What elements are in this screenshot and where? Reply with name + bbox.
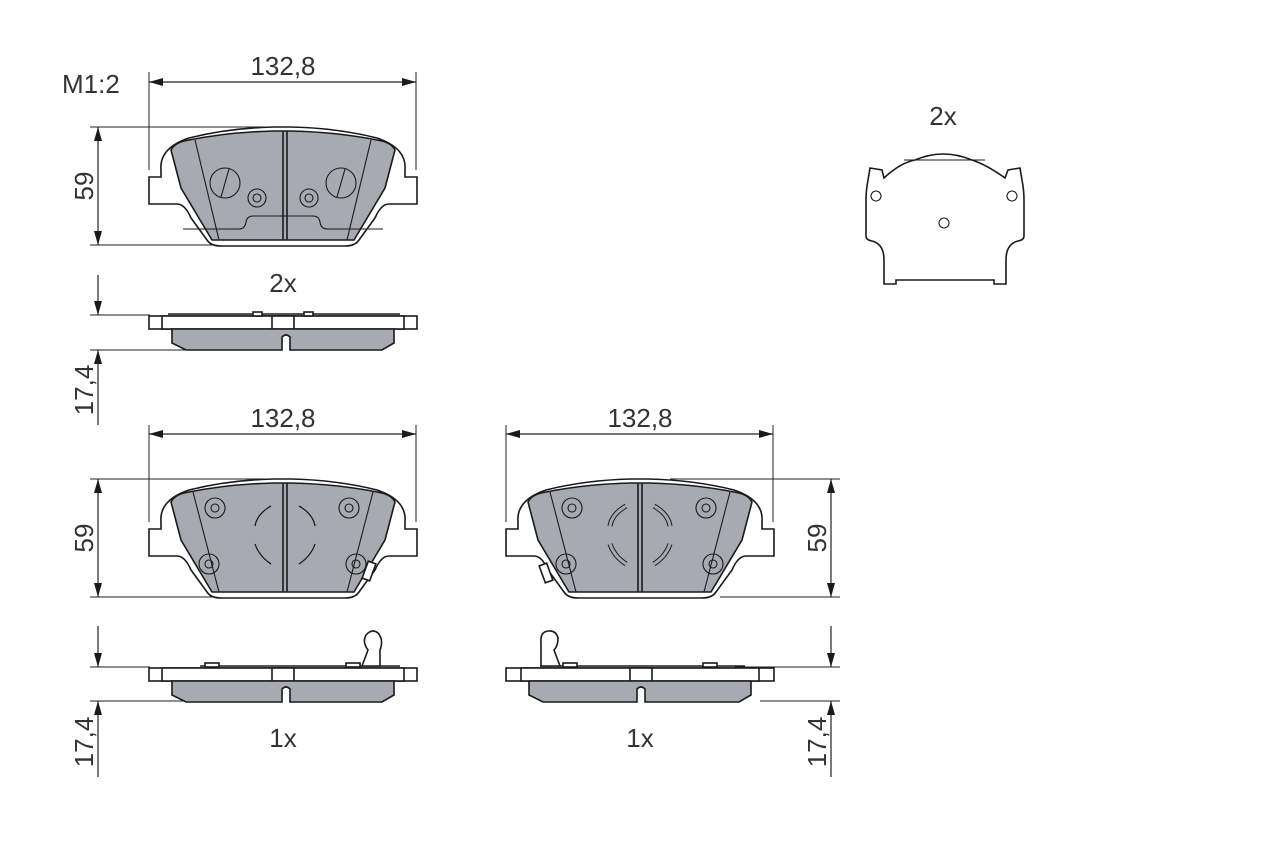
quantity-label: 2x bbox=[929, 101, 956, 131]
pad-bottom-right-front-view: 132,8 59 bbox=[505, 403, 840, 599]
height-dimension-label: 59 bbox=[69, 172, 99, 201]
pad-bottom-right-side-view: 17,4 1x bbox=[505, 626, 840, 777]
quantity-label: 1x bbox=[269, 723, 296, 753]
quantity-label: 1x bbox=[626, 723, 653, 753]
thickness-dimension-label: 17,4 bbox=[802, 717, 832, 768]
width-dimension-label: 132,8 bbox=[250, 51, 315, 81]
wear-indicator-icon bbox=[361, 560, 377, 582]
thickness-dimension-label: 17,4 bbox=[69, 365, 99, 416]
height-dimension-label: 59 bbox=[802, 524, 832, 553]
scale-label: M1:2 bbox=[62, 69, 120, 99]
wear-sensor-clip-icon bbox=[540, 630, 562, 667]
thickness-dimension-label: 17,4 bbox=[69, 717, 99, 768]
pad-bottom-left-front-view: 132,8 59 bbox=[69, 403, 418, 599]
pad-top-side-view: 2x 17,4 bbox=[69, 268, 418, 425]
width-dimension-label: 132,8 bbox=[607, 403, 672, 433]
wear-indicator-icon bbox=[538, 562, 554, 584]
quantity-label: 2x bbox=[269, 268, 296, 298]
pad-bottom-left-side-view: 17,4 1x bbox=[69, 626, 418, 777]
shim-clip-view: 2x bbox=[865, 101, 1025, 285]
wear-sensor-clip-icon bbox=[360, 630, 383, 667]
height-dimension-label: 59 bbox=[69, 524, 99, 553]
width-dimension-label: 132,8 bbox=[250, 403, 315, 433]
pad-top-front-view: M1:2 132,8 59 bbox=[62, 51, 418, 247]
